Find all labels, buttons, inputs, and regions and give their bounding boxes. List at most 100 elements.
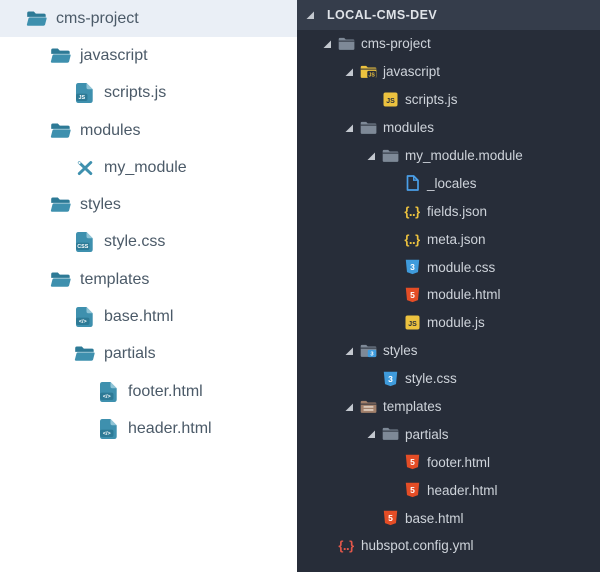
- tree-item-cms-project[interactable]: cms-project: [0, 0, 297, 38]
- svg-text:</>: </>: [103, 431, 111, 437]
- item-label: module.html: [427, 287, 501, 303]
- file-html-icon: </>: [97, 418, 120, 440]
- tree-item-header-html[interactable]: </> header.html: [0, 410, 297, 447]
- folder-open-icon: [49, 47, 72, 65]
- tree-item-my-module[interactable]: my_module: [0, 149, 297, 186]
- expand-arrow-icon[interactable]: [344, 67, 359, 77]
- tree-item-modules[interactable]: modules: [0, 112, 297, 149]
- svg-text:5: 5: [410, 457, 415, 467]
- tree-item-my-module-module[interactable]: my_module.module: [297, 142, 600, 170]
- expand-arrow-icon[interactable]: [366, 151, 381, 161]
- html-icon: 5: [403, 482, 421, 498]
- tree-item-javascript[interactable]: JS javascript: [297, 58, 600, 86]
- html-icon: 5: [403, 454, 421, 470]
- tree-item-modules[interactable]: modules: [297, 114, 600, 142]
- doc-icon: [403, 175, 421, 192]
- html-icon: 5: [381, 510, 399, 526]
- tree-item-partials[interactable]: partials: [297, 420, 600, 448]
- tree-item-style-css[interactable]: 3 style.css: [297, 365, 600, 393]
- workspace-root-label: LOCAL-CMS-DEV: [327, 8, 438, 22]
- expand-arrow-icon[interactable]: [366, 429, 381, 439]
- item-label: scripts.js: [405, 92, 458, 108]
- expand-arrow-icon[interactable]: [344, 402, 359, 412]
- file-html-icon: </>: [97, 381, 120, 403]
- expand-arrow-icon[interactable]: [344, 346, 359, 356]
- svg-text:5: 5: [410, 290, 415, 300]
- folder-css-icon: 3: [359, 344, 377, 358]
- tree-item-footer-html[interactable]: 5 footer.html: [297, 448, 600, 476]
- item-label: partials: [104, 345, 156, 363]
- tree-item-templates[interactable]: templates: [0, 261, 297, 298]
- tree-item-styles[interactable]: 3 styles: [297, 337, 600, 365]
- tree-item-fields-json[interactable]: {..} fields.json: [297, 197, 600, 225]
- folder-open-icon: [49, 196, 72, 214]
- css-icon: 3: [381, 371, 399, 387]
- item-label: header.html: [427, 482, 498, 498]
- folder-open-icon: [49, 122, 72, 140]
- item-label: javascript: [383, 64, 441, 80]
- tree-item-scripts-js[interactable]: JS scripts.js: [0, 75, 297, 112]
- item-label: modules: [383, 120, 435, 136]
- folder-open-icon: [73, 345, 96, 363]
- js-icon: JS: [381, 92, 399, 107]
- tree-item-locales[interactable]: _locales: [297, 169, 600, 197]
- tree-item-scripts-js[interactable]: JS scripts.js: [297, 86, 600, 114]
- item-label: cms-project: [361, 36, 431, 52]
- item-label: module.js: [427, 315, 485, 331]
- svg-text:JS: JS: [78, 95, 85, 101]
- tree-item-cms-project[interactable]: cms-project: [297, 30, 600, 58]
- item-label: javascript: [80, 46, 148, 64]
- folder-icon: [381, 427, 399, 441]
- js-icon: JS: [403, 315, 421, 330]
- tree-item-style-css[interactable]: CSS style.css: [0, 224, 297, 261]
- item-label: base.html: [405, 510, 464, 526]
- tree-item-module-html[interactable]: 5 module.html: [297, 281, 600, 309]
- item-label: base.html: [104, 308, 174, 326]
- tree-item-javascript[interactable]: javascript: [0, 37, 297, 74]
- tree-item-styles[interactable]: styles: [0, 186, 297, 223]
- workspace-root-header[interactable]: LOCAL-CMS-DEV: [297, 0, 600, 30]
- tree-item-meta-json[interactable]: {..}meta.json: [297, 225, 600, 253]
- item-label: templates: [383, 399, 442, 415]
- item-label: my_module: [104, 158, 187, 176]
- item-label: style.css: [405, 371, 457, 387]
- tree-item-base-html[interactable]: 5 base.html: [297, 504, 600, 532]
- svg-text:JS: JS: [408, 321, 417, 328]
- item-label: fields.json: [427, 203, 488, 219]
- item-label: my_module.module: [405, 148, 523, 163]
- item-label: _locales: [427, 175, 477, 191]
- file-css-icon: CSS: [73, 231, 96, 253]
- svg-text:3: 3: [388, 374, 393, 384]
- vscode-explorer-panel: LOCAL-CMS-DEV cms-project JS javascript …: [297, 0, 600, 572]
- item-label: hubspot.config.yml: [361, 538, 474, 554]
- item-label: style.css: [104, 233, 166, 251]
- json-icon: {..}: [404, 203, 420, 219]
- svg-text:JS: JS: [386, 98, 395, 105]
- expand-arrow-icon[interactable]: [305, 10, 320, 20]
- item-label: cms-project: [56, 9, 139, 27]
- svg-text:</>: </>: [103, 394, 111, 400]
- item-label: module.css: [427, 259, 496, 275]
- svg-text:CSS: CSS: [77, 245, 88, 251]
- svg-text:5: 5: [388, 513, 393, 523]
- tree-item-hubspot-config-yml[interactable]: {..}hubspot.config.yml: [297, 532, 600, 560]
- tree-item-partials[interactable]: partials: [0, 336, 297, 373]
- svg-text:3: 3: [370, 351, 374, 357]
- tree-item-templates[interactable]: templates: [297, 393, 600, 421]
- expand-arrow-icon[interactable]: [344, 123, 359, 133]
- svg-text:</>: </>: [79, 319, 87, 325]
- item-label: footer.html: [427, 454, 491, 470]
- item-label: templates: [80, 270, 150, 288]
- tree-item-header-html[interactable]: 5 header.html: [297, 476, 600, 504]
- item-label: partials: [405, 426, 449, 442]
- tree-item-module-js[interactable]: JS module.js: [297, 309, 600, 337]
- tree-item-base-html[interactable]: </> base.html: [0, 298, 297, 335]
- tree-item-footer-html[interactable]: </> footer.html: [0, 373, 297, 410]
- item-label: meta.json: [427, 231, 486, 247]
- folder-open-icon: [25, 10, 48, 28]
- folder-icon: [337, 37, 355, 51]
- tree-item-module-css[interactable]: 3 module.css: [297, 253, 600, 281]
- expand-arrow-icon[interactable]: [322, 39, 337, 49]
- file-js-icon: JS: [73, 82, 96, 104]
